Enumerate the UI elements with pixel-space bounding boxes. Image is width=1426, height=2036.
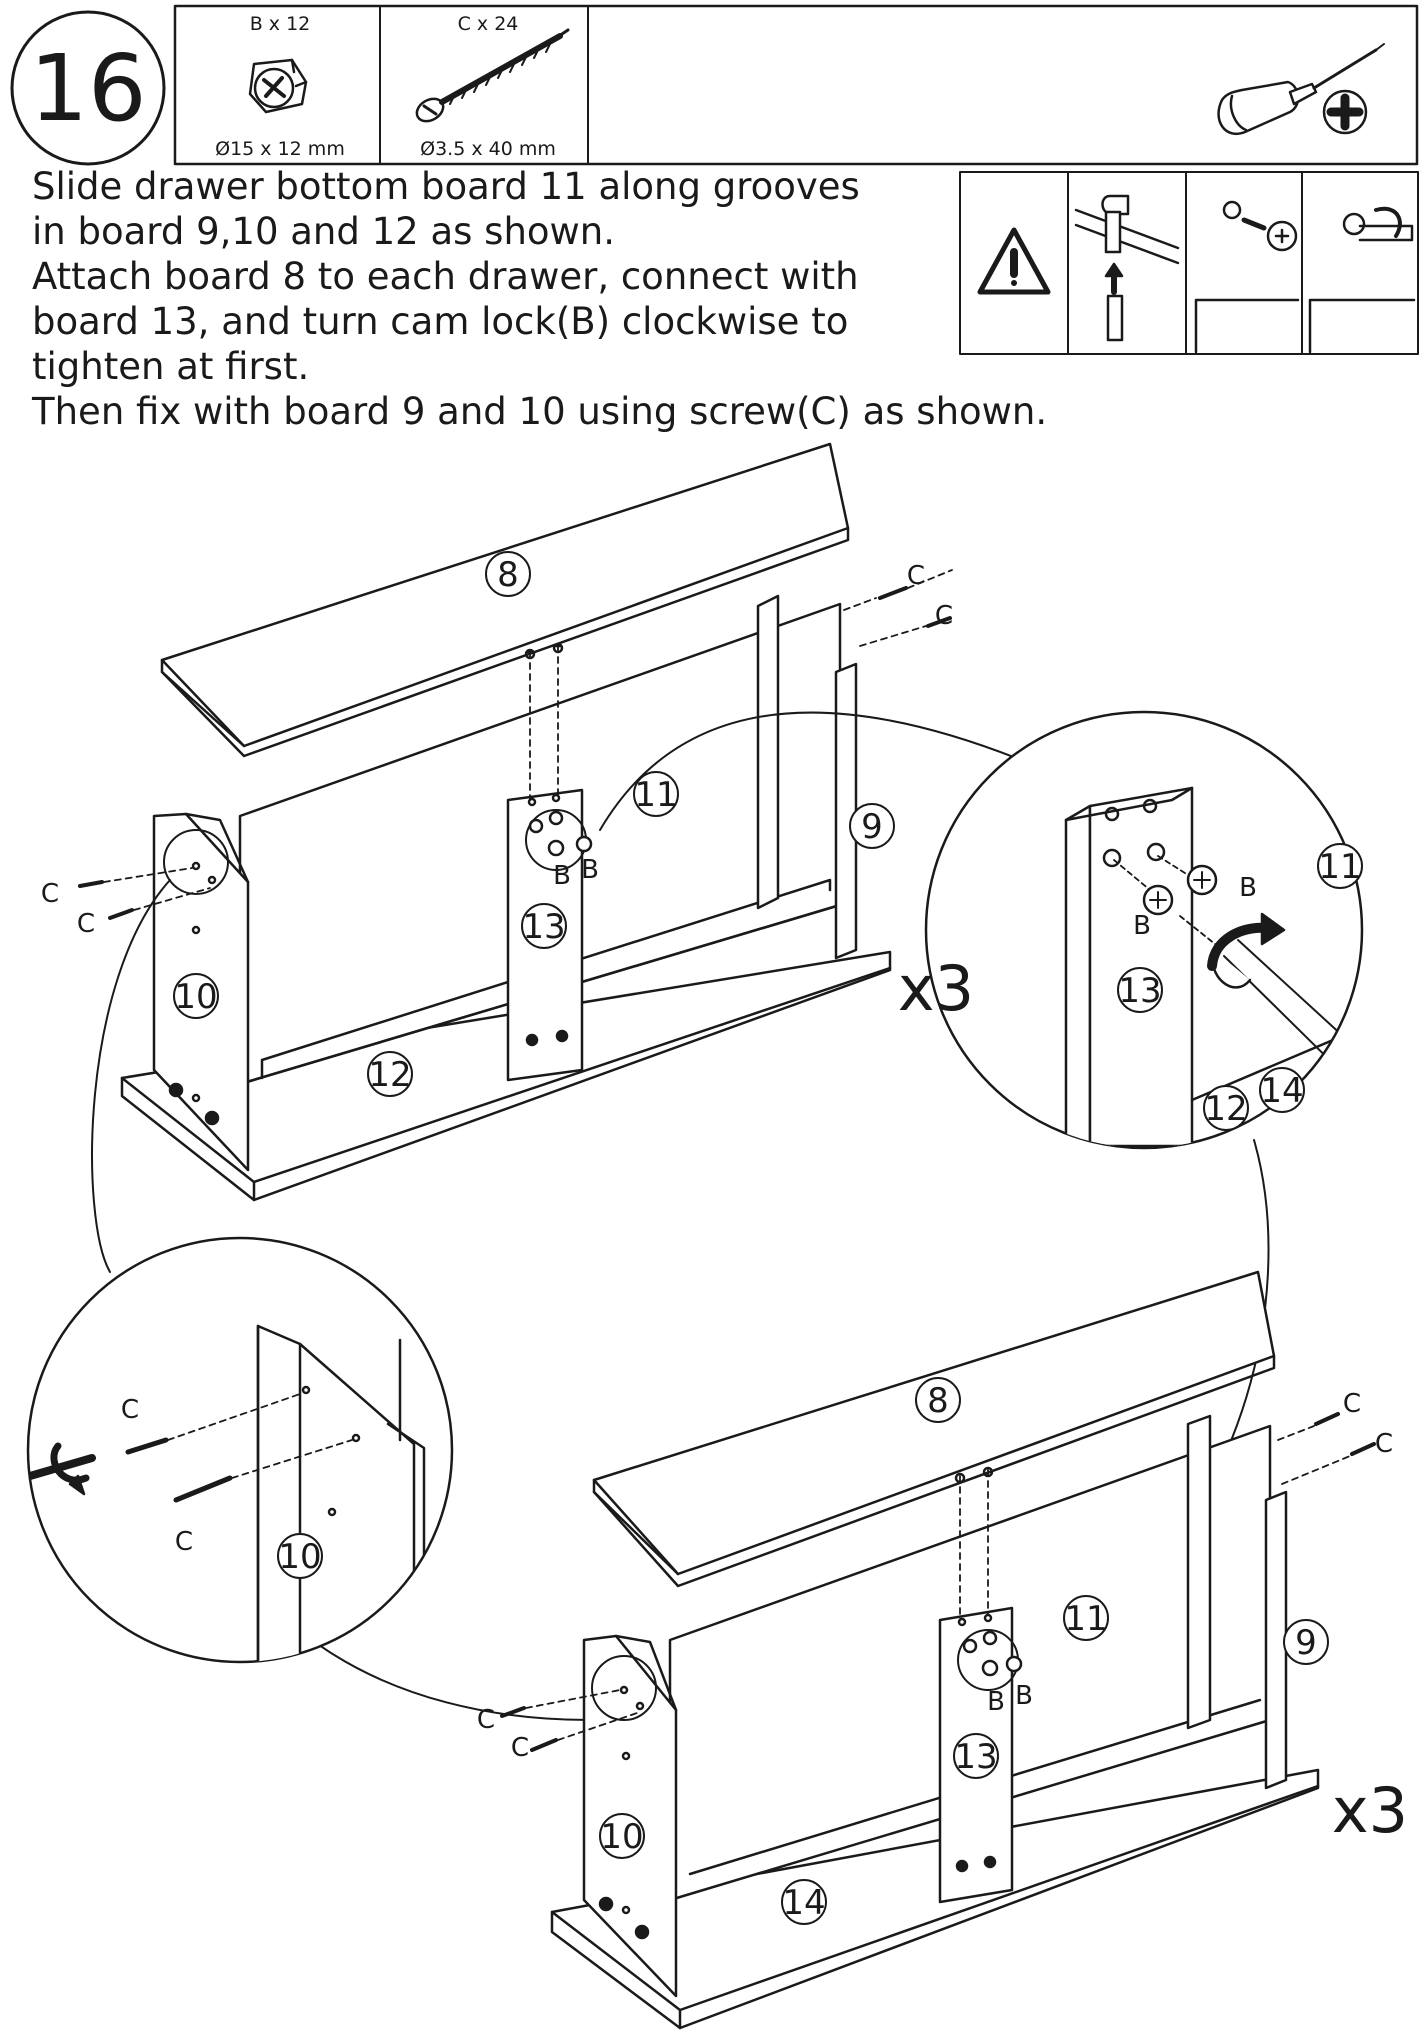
label-circles [173, 551, 1363, 1925]
detail-right-cam-b-label-2: B [1133, 911, 1151, 941]
assembly-bottom [500, 1270, 1376, 2030]
cam-lock-detail [1142, 864, 1218, 916]
bottom-board-8-label: 8 [927, 1381, 949, 1421]
detail-right-board-11-label: 11 [1318, 847, 1361, 887]
part-b-label: B x 12 [250, 13, 311, 35]
cam-lock-icon [248, 58, 308, 114]
detail-right-board-14-label: 14 [1260, 1071, 1303, 1111]
bottom-screw-c-label-2: C [511, 1733, 529, 1763]
connector-curve-right [599, 711, 1091, 831]
detail-right-cam-b-label-1: B [1239, 873, 1257, 903]
bottom-board-10-label: 10 [600, 1817, 643, 1857]
bottom-screw-c-label-1: C [477, 1705, 495, 1735]
instruction-line-5: tighten at first. [32, 345, 310, 388]
top-board-8-label: 8 [497, 555, 519, 595]
connector-curve-left [91, 879, 171, 1273]
part-b-size: Ø15 x 12 mm [215, 138, 345, 160]
instruction-line-6: Then fix with board 9 and 10 using screw… [32, 390, 1048, 433]
detail-left [26, 1236, 454, 1664]
detail-left-screw-c-label-1: C [121, 1395, 139, 1425]
top-multiplier: x3 [898, 952, 974, 1025]
step-number-circle [10, 10, 166, 166]
phillips-screwdriver-icon [1217, 43, 1385, 135]
top-board-10-label: 10 [174, 977, 217, 1017]
rotation-arrow-icon [1207, 922, 1273, 971]
instruction-line-3: Attach board 8 to each drawer, connect w… [32, 255, 859, 298]
part-c-cell: C x 24 Ø3.5 x 40 mm [415, 13, 570, 160]
bottom-cam-b-label-2: B [1015, 1681, 1033, 1711]
top-screw-c-label-3: C [907, 561, 925, 591]
top-screw-c-label-4: C [935, 601, 953, 631]
top-board-11-label: 11 [634, 775, 677, 815]
bottom-board-13-label: 13 [954, 1737, 997, 1777]
bottom-board-9-label: 9 [1295, 1623, 1317, 1663]
bottom-multiplier: x3 [1332, 1774, 1408, 1847]
instruction-line-2: in board 9,10 and 12 as shown. [32, 210, 616, 253]
step-header: 16 B x 12 Ø15 x 12 mm C x 24 [10, 4, 1419, 166]
detail-right [924, 710, 1364, 1150]
screw-icon [415, 28, 570, 123]
detail-left-board-10-label: 10 [278, 1537, 321, 1577]
detail-right-board-12-label: 12 [1204, 1089, 1247, 1129]
assembly-top [78, 442, 953, 1202]
bottom-board-11-label: 11 [1064, 1599, 1107, 1639]
warning-icon [977, 227, 1051, 295]
top-board-9-label: 9 [861, 807, 883, 847]
bottom-screw-c-label-4: C [1375, 1429, 1393, 1459]
bottom-cam-b-label-1: B [987, 1687, 1005, 1717]
bottom-screw-c-label-3: C [1343, 1389, 1361, 1419]
warning-step-2 [1194, 200, 1300, 354]
bottom-board-14-label: 14 [782, 1883, 825, 1923]
instruction-line-4: board 13, and turn cam lock(B) clockwise… [32, 300, 849, 343]
instructions-text: Slide drawer bottom board 11 along groov… [32, 164, 1048, 434]
detail-left-screw-c-label-2: C [175, 1527, 193, 1557]
warning-panel [959, 171, 1419, 355]
step-number: 16 [29, 35, 146, 142]
top-cam-b-label-2: B [581, 855, 599, 885]
top-board-12-label: 12 [368, 1055, 411, 1095]
part-c-size: Ø3.5 x 40 mm [420, 138, 556, 160]
part-b-cell: B x 12 Ø15 x 12 mm [215, 13, 345, 160]
parts-box [173, 4, 1419, 166]
warning-step-1 [1074, 194, 1180, 342]
detail-right-board-13-label: 13 [1118, 971, 1161, 1011]
top-cam-b-label-1: B [553, 861, 571, 891]
warning-step-3 [1308, 206, 1416, 354]
top-screw-c-label-1: C [41, 879, 59, 909]
instruction-line-1: Slide drawer bottom board 11 along groov… [32, 165, 860, 208]
part-c-label: C x 24 [458, 13, 519, 35]
top-board-13-label: 13 [522, 907, 565, 947]
top-screw-c-label-2: C [77, 909, 95, 939]
